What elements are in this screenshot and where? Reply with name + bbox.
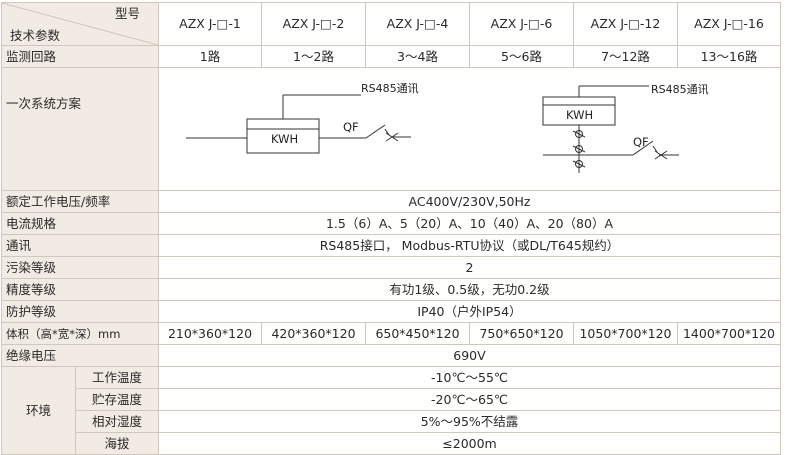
header-row: 型号 技术参数 AZX J-□-1 AZX J-□-2 AZX J-□-4 AZ… [1,2,781,46]
current-row: 电流规格 1.5（6）A、5（20）A、10（40）A、20（80）A [1,212,781,235]
schematic-diagram: RS485通讯 KWH QF [186,82,709,173]
model-header-6: AZX J-□-6 [469,2,574,46]
volume-value: 210*360*120 [158,322,262,345]
pollution-row: 污染等级 2 [1,256,781,279]
model-label: 型号 [114,6,140,21]
circuits-value: 1路 [158,45,262,68]
volume-value: 420*360*120 [261,322,366,345]
volume-value: 1400*700*120 [677,322,781,345]
model-header-2: AZX J-□-2 [261,2,366,46]
right-meter-label: KWH [566,108,593,122]
comm-row: 通讯 RS485接口， Modbus-RTU协议（或DL/T645规约） [1,234,781,257]
corner-diagonal [2,3,158,45]
accuracy-label: 精度等级 [1,278,159,301]
current-label: 电流规格 [1,212,159,235]
header-corner: 型号 技术参数 [1,2,159,46]
model-header-1: AZX J-□-1 [158,2,262,46]
env-row: 贮存温度 -20℃～65℃ [2,388,781,411]
model-header-4: AZX J-□-4 [365,2,470,46]
left-comm-label: RS485通讯 [361,82,419,95]
circuits-row: 监测回路 1路 1～2路 3～4路 5～6路 7～12路 13～16路 [1,45,781,68]
circuits-value: 3～4路 [365,45,470,68]
schematic-label: 一次系统方案 [1,67,159,191]
accuracy-row: 精度等级 有功1级、0.5级，无功0.2级 [1,278,781,301]
schematic-row: 一次系统方案 RS485通讯 KWH [1,67,781,191]
env-item-label: 贮存温度 [75,388,159,411]
volume-label: 体积（高*宽*深）mm [1,322,159,345]
right-comm-label: RS485通讯 [651,83,709,96]
volume-value: 650*450*120 [365,322,470,345]
volume-value: 750*650*120 [469,322,574,345]
env-row: 环境 工作温度 -10℃～55℃ [1,366,781,455]
insulation-value: 690V [158,344,781,367]
param-label: 技术参数 [10,28,61,43]
current-value: 1.5（6）A、5（20）A、10（40）A、20（80）A [158,212,781,235]
insulation-row: 绝缘电压 690V [1,344,781,367]
circuits-value: 13～16路 [677,45,781,68]
schematic-cell: RS485通讯 KWH QF [158,67,781,191]
protection-value: IP40（户外IP54） [158,300,781,323]
env-item-value: 5%～95%不结露 [158,410,781,433]
environment-label: 环境 [1,366,76,455]
volume-value: 1050*700*120 [573,322,678,345]
volume-row: 体积（高*宽*深）mm 210*360*120 420*360*120 650*… [1,322,781,345]
pollution-label: 污染等级 [1,256,159,279]
model-header-12: AZX J-□-12 [573,2,678,46]
right-breaker-label: QF [633,135,649,149]
circuits-value: 1～2路 [261,45,366,68]
env-item-label: 相对湿度 [75,410,159,433]
schematic-left [186,94,411,154]
voltage-row: 额定工作电压/频率 AC400V/230V,50Hz [1,190,781,213]
left-breaker-label: QF [343,120,359,134]
left-meter-label: KWH [271,132,298,146]
voltage-value: AC400V/230V,50Hz [158,190,781,213]
env-row: 海拔 ≤2000m [2,432,781,455]
env-item-label: 工作温度 [75,366,159,389]
model-header-16: AZX J-□-16 [677,2,781,46]
env-item-value: -10℃～55℃ [158,366,781,389]
circuits-value: 5～6路 [469,45,574,68]
env-item-value: -20℃～65℃ [158,388,781,411]
voltage-label: 额定工作电压/频率 [1,190,159,213]
env-item-value: ≤2000m [158,432,781,455]
env-item-label: 海拔 [75,432,159,455]
insulation-label: 绝缘电压 [1,344,159,367]
pollution-value: 2 [158,256,781,279]
schematic-right [542,85,679,173]
circuits-value: 7～12路 [573,45,678,68]
circuits-label: 监测回路 [1,45,159,68]
env-row: 相对湿度 5%～95%不结露 [2,410,781,433]
protection-label: 防护等级 [1,300,159,323]
comm-value: RS485接口， Modbus-RTU协议（或DL/T645规约） [158,234,781,257]
comm-label: 通讯 [1,234,159,257]
protection-row: 防护等级 IP40（户外IP54） [1,300,781,323]
accuracy-value: 有功1级、0.5级，无功0.2级 [158,278,781,301]
